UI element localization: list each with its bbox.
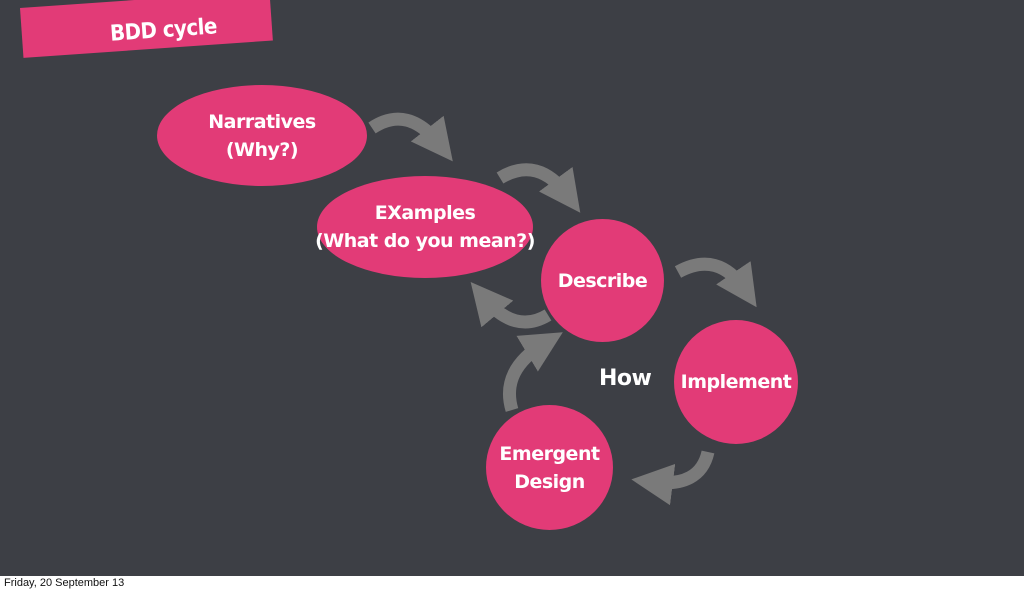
slide: BDD cycle Narratives (Why?) EXamples (Wh… xyxy=(0,0,1024,576)
how-label: How xyxy=(599,366,652,391)
arrow-narratives-to-examples xyxy=(368,112,453,162)
arrow-describe-to-examples xyxy=(470,282,552,329)
cycle-arrows xyxy=(368,112,757,506)
arrow-emergent-to-describe xyxy=(502,332,563,412)
node-narratives: Narratives (Why?) xyxy=(157,85,367,186)
node-examples-label: EXamples xyxy=(374,202,476,224)
arrow-examples-to-describe xyxy=(496,163,581,213)
node-describe-label: Describe xyxy=(557,269,648,292)
arrow-implement-to-emergent xyxy=(631,450,715,506)
node-describe: Describe xyxy=(541,219,664,342)
footer-date: Friday, 20 September 13 xyxy=(4,577,125,589)
node-examples-sublabel: (What do you mean?) xyxy=(315,230,535,252)
node-emergent-design: Emergent Design xyxy=(486,405,613,530)
node-implement-label: Implement xyxy=(680,371,792,393)
node-narratives-label: Narratives xyxy=(208,110,316,133)
node-emergent-label: Emergent xyxy=(499,442,600,465)
node-narratives-sublabel: (Why?) xyxy=(225,138,299,161)
arrow-describe-to-implement xyxy=(674,257,757,308)
node-emergent-sublabel: Design xyxy=(514,470,585,493)
node-examples: EXamples (What do you mean?) xyxy=(315,176,535,278)
node-implement: Implement xyxy=(674,320,798,444)
